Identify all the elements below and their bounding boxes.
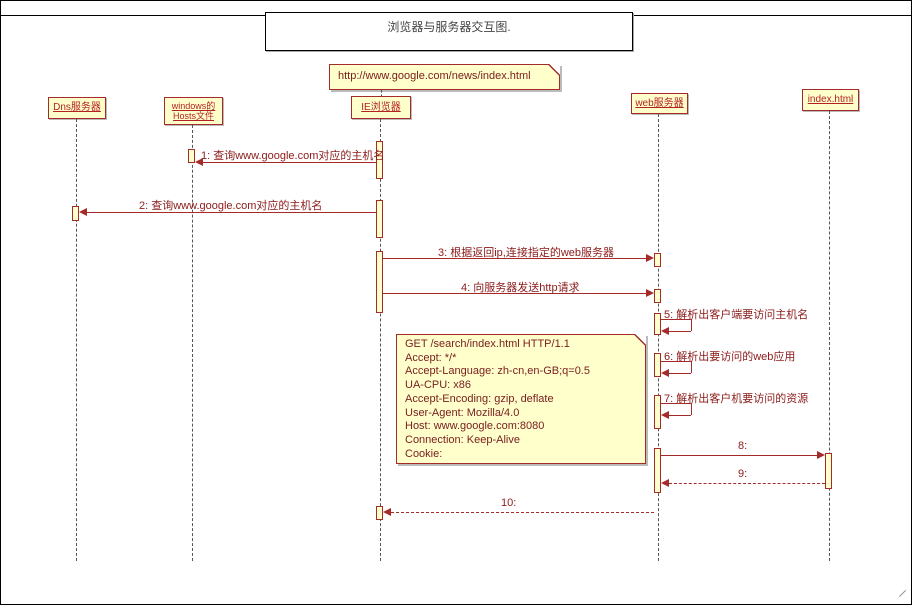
message-6-out-line (661, 361, 691, 362)
activation-web-6 (654, 448, 661, 493)
diagram-title-box: 浏览器与服务器交互图. (265, 12, 633, 51)
lifeline-head-hosts: windows的 Hosts文件 (164, 97, 223, 125)
lifeline-label-index: index.html (807, 94, 854, 106)
lifeline-label-hosts-1: windows的 (171, 100, 216, 111)
activation-ie-2 (376, 200, 383, 238)
diagram-title: 浏览器与服务器交互图. (387, 20, 511, 34)
message-4-label: 4: 向服务器发送http请求 (461, 282, 580, 294)
activation-web-2 (654, 289, 661, 303)
message-4-line (383, 293, 646, 294)
activation-web-5 (654, 395, 661, 429)
url-note-text: http://www.google.com/news/index.html (338, 70, 531, 82)
http-note-line: Cookie: (405, 447, 443, 460)
http-note-line: Accept: */* (405, 351, 457, 364)
message-9-label: 9: (738, 468, 748, 480)
message-10-label: 10: (501, 497, 517, 509)
resize-corner-mark (898, 589, 907, 598)
activation-web-4 (654, 353, 661, 377)
message-2-label: 2: 查询www.google.com对应的主机名 (139, 200, 323, 212)
lifeline-head-dns: Dns服务器 (48, 97, 106, 119)
lifeline-web (658, 114, 659, 561)
http-note-line: Accept-Language: zh-cn,en-GB;q=0.5 (405, 365, 590, 378)
message-5-out-line (661, 319, 691, 320)
activation-index (825, 453, 832, 489)
message-7-label: 7: 解析出客户机要访问的资源 (664, 393, 809, 405)
http-note-line: User-Agent: Mozilla/4.0 (405, 406, 520, 419)
message-2-arrowhead (79, 208, 87, 216)
message-2-line (87, 212, 376, 213)
message-5-label: 5: 解析出客户端要访问主机名 (664, 309, 809, 321)
lifeline-hosts (192, 125, 193, 561)
http-note-line: Connection: Keep-Alive (405, 433, 520, 446)
http-note-line: Accept-Encoding: gzip, deflate (405, 392, 554, 405)
message-9-arrowhead (661, 479, 669, 487)
activation-ie-1 (376, 141, 383, 179)
message-7-arrowhead (661, 411, 669, 419)
message-3-line (383, 258, 646, 259)
activation-hosts (188, 149, 195, 163)
message-10-arrowhead (383, 508, 391, 516)
message-8-line (661, 455, 818, 456)
lifeline-head-web: web服务器 (631, 93, 688, 114)
message-6-down-line (691, 361, 692, 373)
activation-ie-3 (376, 251, 383, 313)
message-1-line (203, 162, 376, 163)
lifeline-head-ie: IE浏览器 (351, 96, 411, 119)
http-request-note: GET /search/index.html HTTP/1.1 Accept: … (396, 334, 646, 464)
url-note: http://www.google.com/news/index.html (329, 64, 560, 90)
message-3-arrowhead (646, 254, 654, 262)
message-8-label: 8: (738, 440, 748, 452)
note-fold-icon (634, 334, 646, 346)
lifeline-ie (380, 119, 381, 561)
activation-web-1 (654, 253, 661, 267)
lifeline-head-index: index.html (802, 89, 859, 111)
note-connector (381, 90, 382, 97)
lifeline-label-ie: IE浏览器 (361, 101, 401, 113)
message-5-back-line (669, 331, 691, 332)
lifeline-label-hosts-2: Hosts文件 (172, 111, 214, 121)
http-note-line: GET /search/index.html HTTP/1.1 (405, 338, 570, 350)
message-10-line (391, 512, 654, 513)
activation-web-3 (654, 313, 661, 335)
activation-ie-4 (376, 506, 383, 520)
message-6-arrowhead (661, 369, 669, 377)
message-7-out-line (661, 403, 691, 404)
lifeline-label-web: web服务器 (635, 97, 684, 109)
activation-dns (72, 206, 79, 221)
message-6-label: 6: 解析出要访问的web应用 (664, 351, 796, 363)
http-note-line: UA-CPU: x86 (405, 379, 472, 392)
message-6-back-line (669, 373, 691, 374)
note-fold-icon (548, 64, 560, 76)
message-3-label: 3: 根据返回ip,连接指定的web服务器 (438, 247, 615, 259)
message-4-arrowhead (646, 289, 654, 297)
message-9-line (669, 483, 825, 484)
message-1-arrowhead (195, 158, 203, 166)
message-1-label: 1: 查询www.google.com对应的主机名 (201, 150, 385, 162)
message-5-down-line (691, 319, 692, 331)
message-7-down-line (691, 403, 692, 415)
http-note-line: Host: www.google.com:8080 (405, 420, 545, 433)
message-7-back-line (669, 415, 691, 416)
lifeline-dns (76, 119, 77, 561)
message-5-arrowhead (661, 327, 669, 335)
lifeline-index (829, 111, 830, 561)
message-8-arrowhead (817, 451, 825, 459)
lifeline-label-dns: Dns服务器 (53, 102, 101, 114)
